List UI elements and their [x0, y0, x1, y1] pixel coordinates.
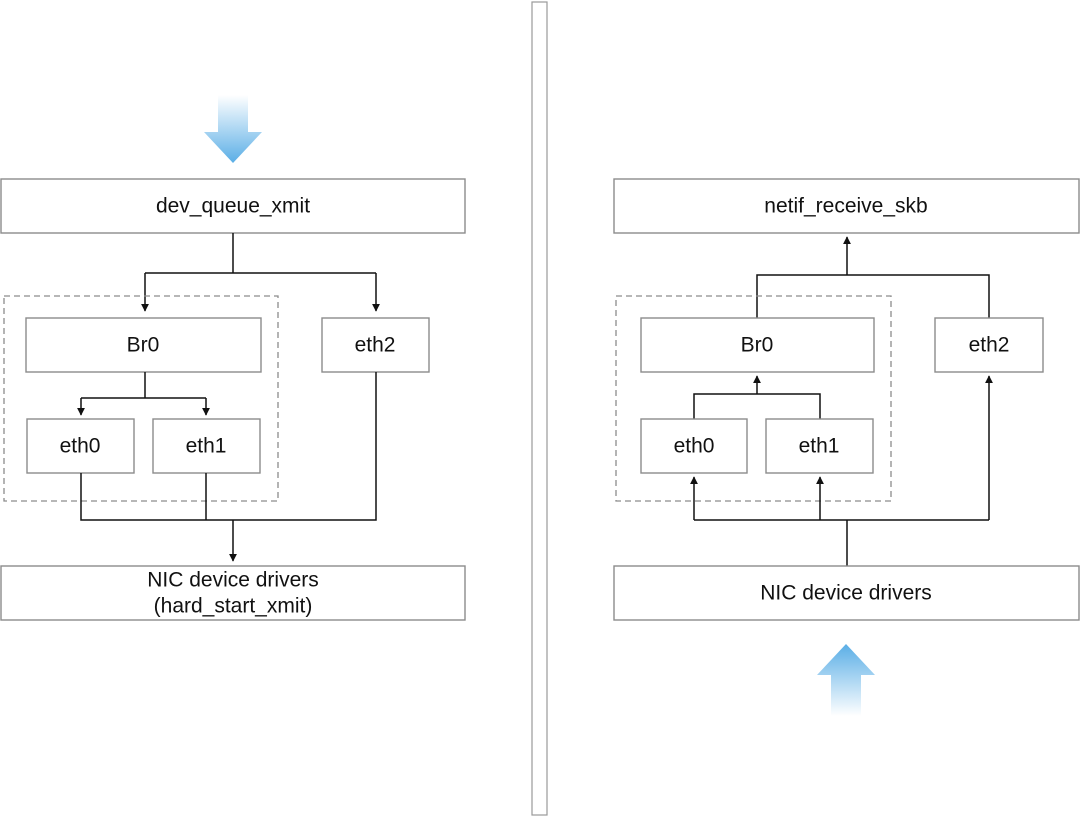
eth2-label-right: eth2 — [969, 334, 1010, 357]
bridge-group-border — [3, 295, 279, 502]
flow-down-arrow-icon — [204, 95, 262, 163]
connector-br0-split — [81, 372, 206, 399]
panel-divider — [531, 1, 548, 816]
netif-receive-skb-box — [613, 178, 1080, 234]
transmit-panel: dev_queue_xmit Br0 eth0 eth1 eth2 NIC de… — [0, 95, 466, 621]
eth2-box-right — [934, 317, 1044, 373]
dev-queue-xmit-box — [0, 178, 466, 234]
connector-eth-to-br0 — [693, 393, 821, 419]
eth1-label: eth1 — [186, 435, 227, 458]
nic-drivers-label: NIC device drivers — [147, 569, 319, 592]
nic-drivers-box-right — [613, 565, 1080, 621]
connector-split-up — [694, 519, 989, 566]
netif-receive-skb-label: netif_receive_skb — [764, 195, 927, 218]
eth0-label-right: eth0 — [674, 435, 715, 458]
br0-box — [25, 317, 262, 373]
dev-queue-xmit-label: dev_queue_xmit — [156, 195, 310, 218]
nic-drivers-label-right: NIC device drivers — [760, 582, 932, 605]
hard-start-xmit-label: (hard_start_xmit) — [154, 595, 313, 618]
receive-panel: netif_receive_skb Br0 eth0 eth1 eth2 NIC… — [613, 178, 1080, 716]
br0-box-right — [640, 317, 875, 373]
br0-label-right: Br0 — [741, 334, 774, 357]
connector-merge — [80, 372, 377, 521]
eth2-label: eth2 — [355, 334, 396, 357]
eth0-label: eth0 — [60, 435, 101, 458]
eth1-label-right: eth1 — [799, 435, 840, 458]
eth1-box-right — [765, 418, 874, 474]
flow-up-arrow-icon — [817, 644, 875, 716]
nic-drivers-box — [0, 565, 466, 621]
connector-top-split — [145, 233, 376, 274]
eth0-box-right — [640, 418, 748, 474]
br0-label: Br0 — [127, 334, 160, 357]
